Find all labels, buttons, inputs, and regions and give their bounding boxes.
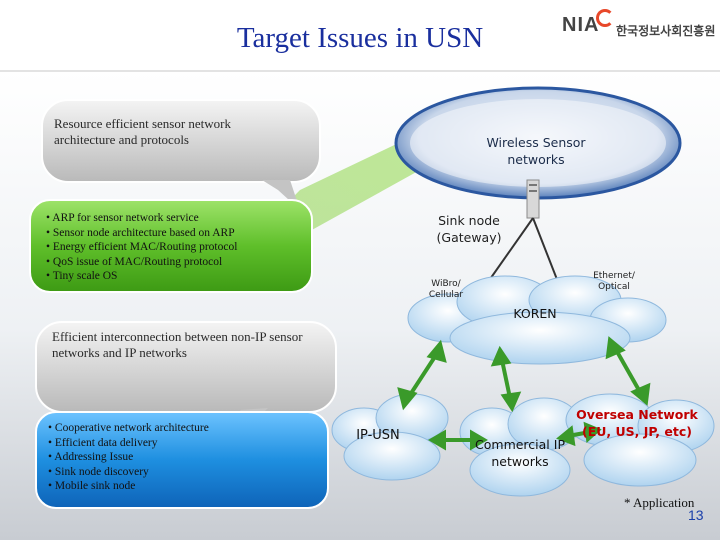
page-number: 13 bbox=[688, 507, 704, 523]
list-item: Efficient data delivery bbox=[48, 436, 318, 451]
list-item: Addressing Issue bbox=[48, 450, 318, 465]
koren-label: KOREN bbox=[513, 306, 557, 321]
list-item: Sensor node architecture based on ARP bbox=[46, 226, 306, 241]
list-item: Mobile sink node bbox=[48, 479, 318, 494]
list-item: ARP for sensor network service bbox=[46, 211, 306, 226]
resource-issue-list: ARP for sensor network service Sensor no… bbox=[46, 211, 306, 284]
logo-korean-text: 한국정보사회진흥원 bbox=[616, 24, 716, 38]
page-title: Target Issues in USN bbox=[236, 22, 484, 54]
list-item: Cooperative network architecture bbox=[48, 421, 318, 436]
list-item: QoS issue of MAC/Routing protocol bbox=[46, 255, 306, 270]
logo-text: NIA bbox=[562, 14, 600, 36]
wsn-label: Wireless Sensor networks bbox=[486, 135, 586, 167]
footnote: * Application bbox=[624, 495, 695, 510]
wibro-label: WiBro/ Cellular bbox=[428, 279, 464, 300]
nia-logo-icon bbox=[596, 9, 614, 27]
sink-node-label: Sink node (Gateway) bbox=[436, 213, 502, 245]
commercial-ip-label: Commercial IP networks bbox=[475, 437, 565, 469]
interconnection-callout-text: Efficient interconnection between non-IP… bbox=[52, 329, 303, 360]
ethernet-label: Ethernet/ Optical bbox=[593, 271, 635, 292]
ip-usn-label: IP-USN bbox=[356, 428, 400, 443]
list-item: Sink node discovery bbox=[48, 465, 318, 480]
interconnection-issue-list: Cooperative network architecture Efficie… bbox=[48, 421, 318, 494]
resource-callout-text: Resource efficient sensor network archit… bbox=[54, 116, 232, 147]
list-item: Tiny scale OS bbox=[46, 269, 306, 284]
list-item: Energy efficient MAC/Routing protocol bbox=[46, 240, 306, 255]
oversea-network-label: Oversea Network (EU, US, JP, etc) bbox=[576, 407, 698, 439]
